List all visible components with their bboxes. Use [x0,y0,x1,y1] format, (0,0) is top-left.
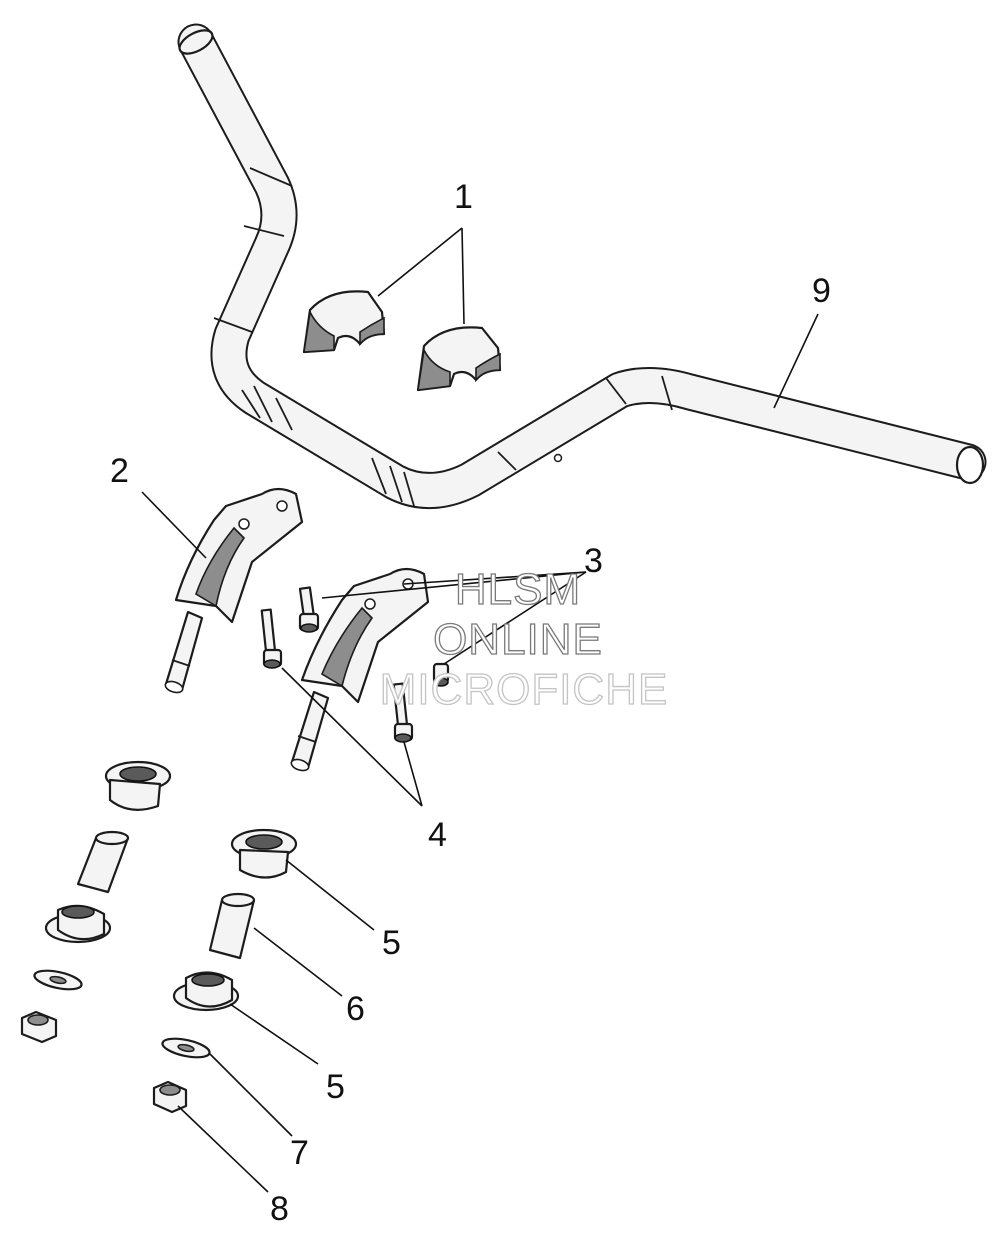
watermark-line-2: ONLINE [433,615,603,664]
riser-left [164,487,304,694]
right-nut [152,1080,188,1114]
right-upper-bushing [230,828,298,879]
bolt-3b [432,662,450,687]
bolt-3a [298,586,320,633]
callout-2: 2 [110,452,129,490]
callout-1: 1 [454,178,473,216]
handlebar [177,23,987,509]
right-lower-bushing [172,971,240,1012]
callout-5-lower: 5 [326,1068,345,1106]
left-washer [33,969,83,991]
left-lower-bushing [44,904,112,944]
right-spacer [208,892,256,960]
callout-9: 9 [812,272,831,310]
bolt-4a [260,608,283,669]
right-washer [161,1037,211,1059]
callout-6: 6 [346,990,365,1028]
watermark: HLSM ONLINE MICROFICHE [379,564,669,714]
upper-clamp-left [302,290,386,354]
riser-right [290,567,430,772]
watermark-line-1: HLSM [455,565,581,614]
callout-3: 3 [584,542,603,580]
leader-lines [141,227,819,1193]
watermark-line-3: MICROFICHE [380,665,669,714]
left-upper-bushing [104,760,172,811]
callout-8: 8 [270,1190,289,1228]
callouts: 1 9 2 3 4 5 6 5 7 8 [110,178,831,1228]
upper-clamp-right [416,326,502,392]
callout-4: 4 [428,816,447,854]
left-spacer [76,830,130,894]
handlebar-end [955,445,985,485]
callout-5-upper: 5 [382,924,401,962]
left-nut [20,1010,58,1044]
callout-7: 7 [290,1134,309,1172]
bolt-4b [392,682,414,743]
